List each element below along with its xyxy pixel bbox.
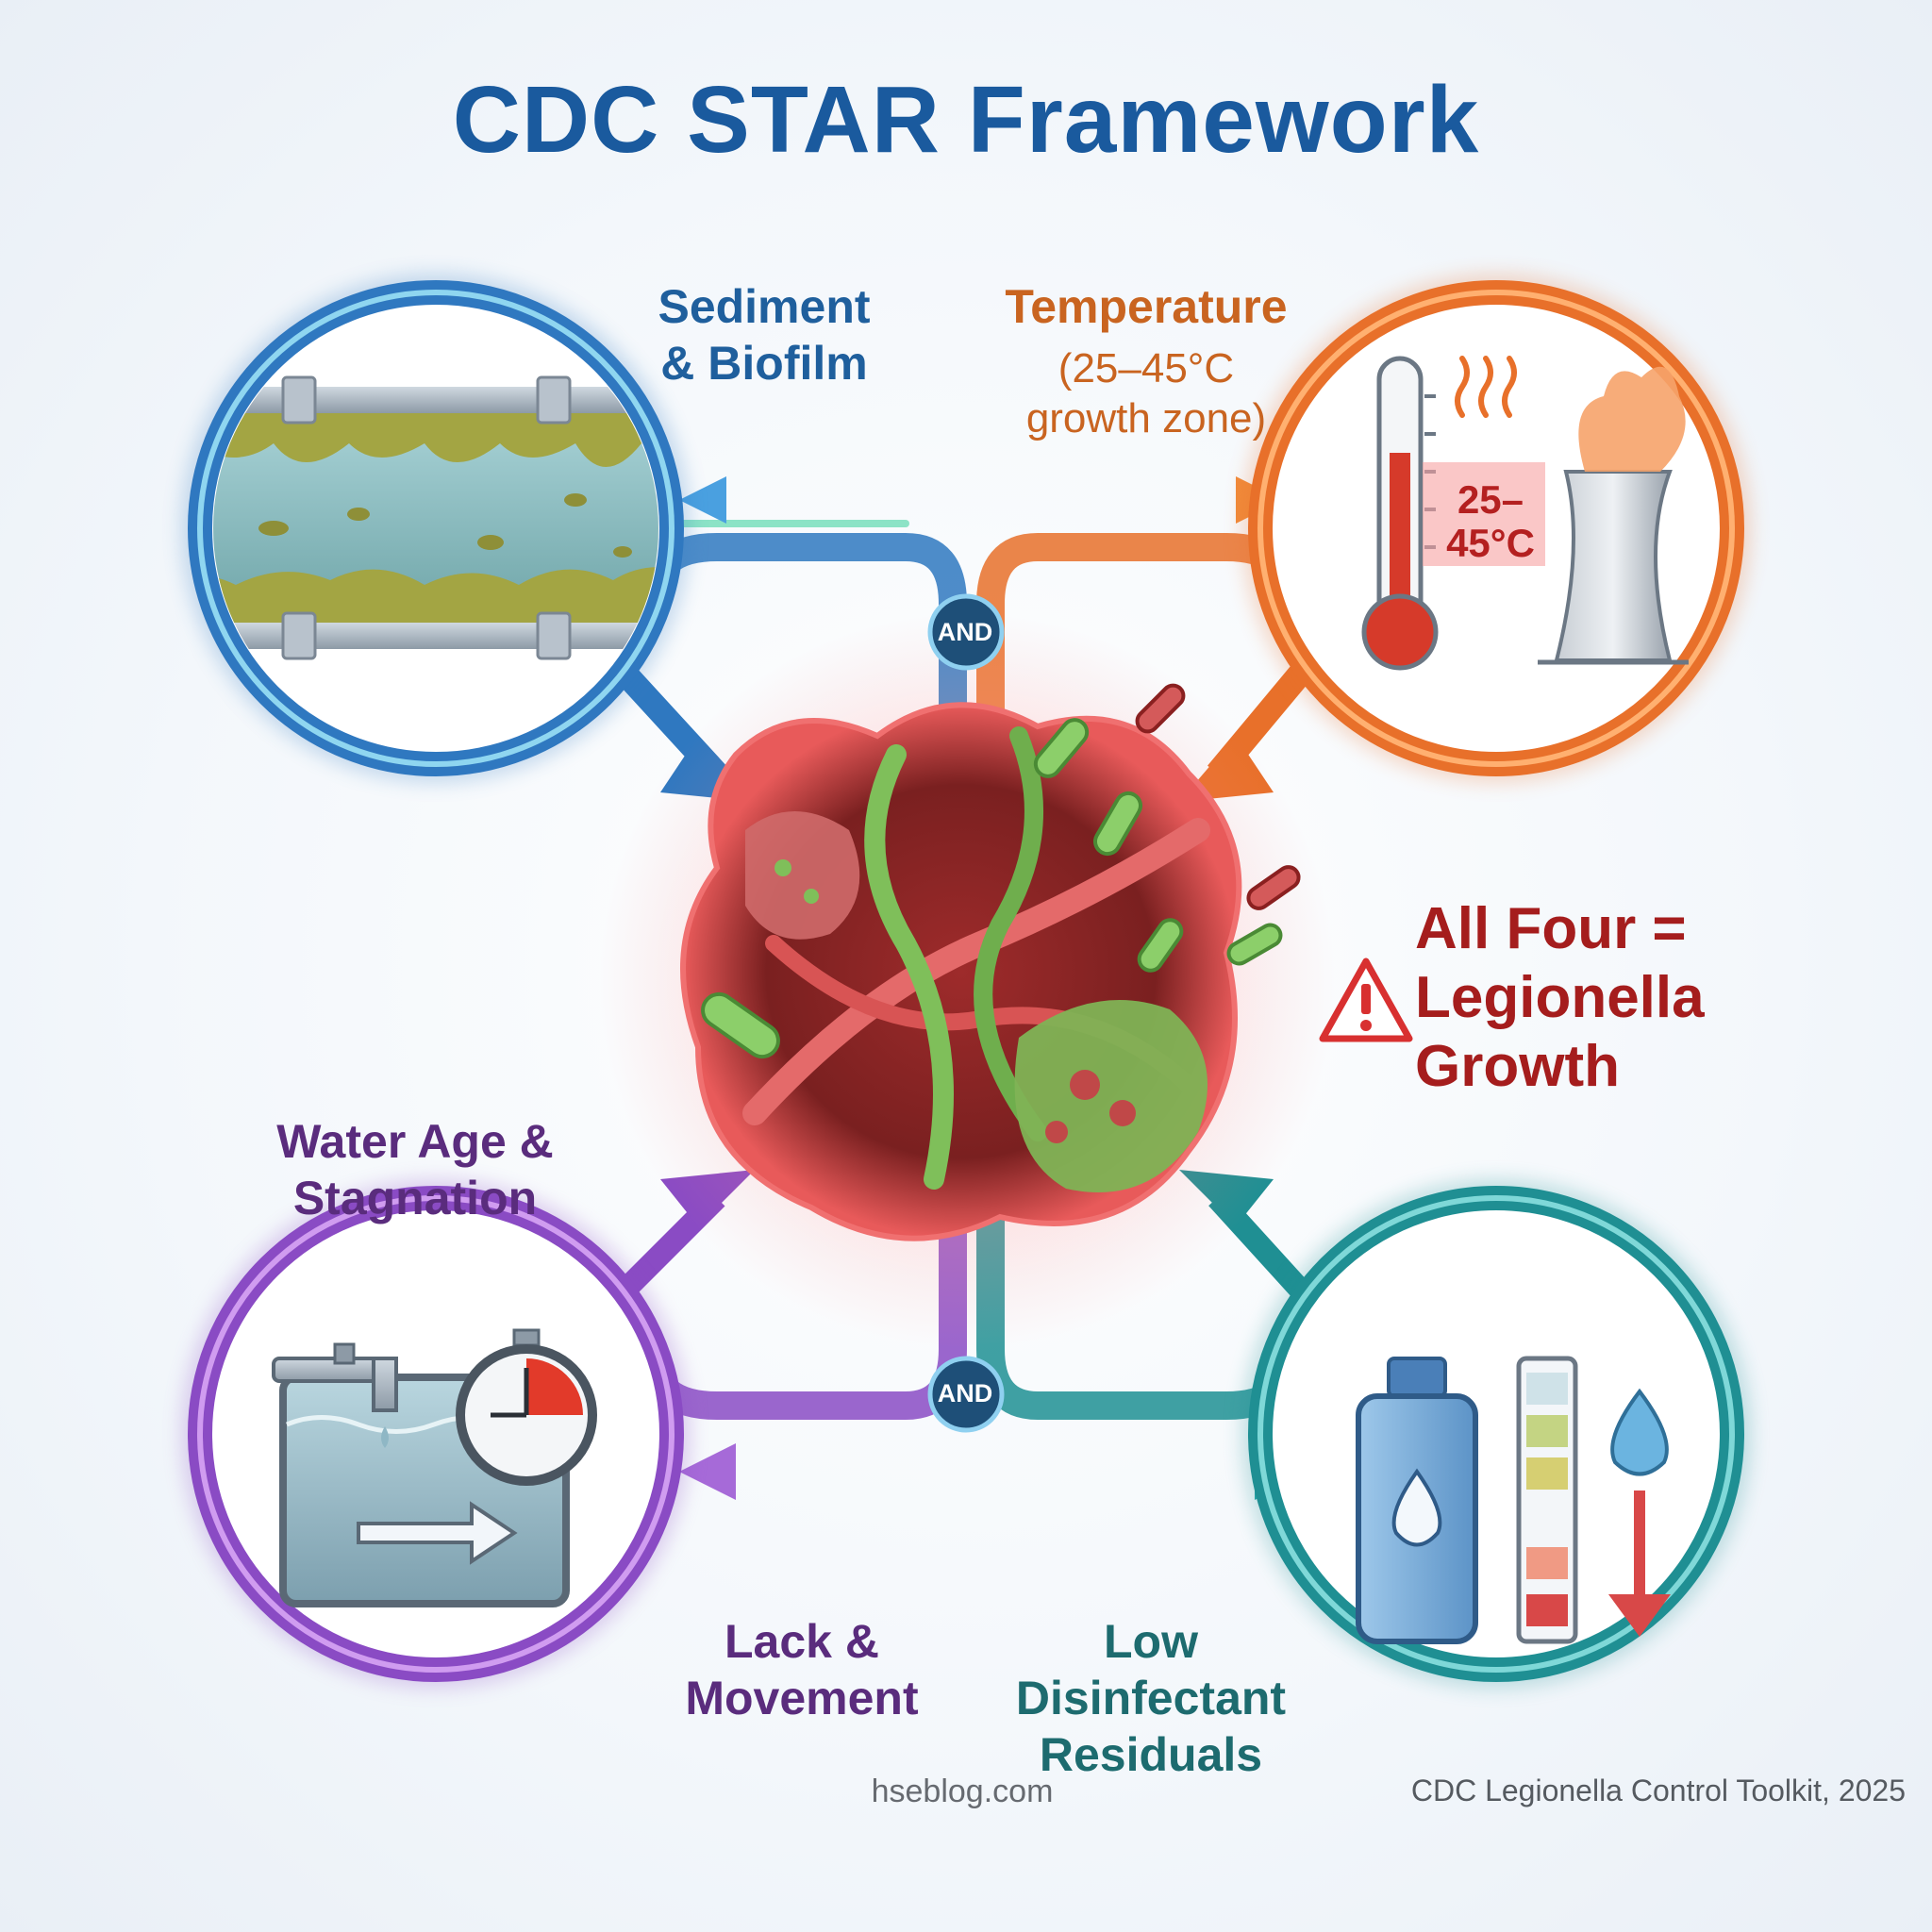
water-age-illustration (181, 1179, 691, 1689)
legionella-biofilm-hub (599, 613, 1335, 1349)
label-lack-line2: Movement (685, 1672, 919, 1724)
arrow-left-bottom (679, 1443, 736, 1500)
label-sediment-line1: Sediment (658, 280, 871, 333)
cooling-tower-icon (1538, 366, 1689, 665)
label-sediment-biofilm: Sediment & Biofilm (566, 278, 962, 391)
sediment-biofilm-illustration (181, 274, 691, 783)
and-connector-bottom (927, 1356, 1005, 1433)
heat-waves-icon (1455, 356, 1517, 418)
label-lack-line1: Lack & (724, 1615, 879, 1668)
result-line3: Growth (1415, 1034, 1620, 1100)
warning-icon (1319, 958, 1413, 1042)
result-statement: All Four = Legionella Growth (1415, 894, 1858, 1101)
label-temperature-sub2: growth zone) (1025, 394, 1267, 441)
thermometer-icon (1361, 356, 1545, 671)
footer-source-site: hseblog.com (871, 1774, 1054, 1809)
label-low-line1: Low (1104, 1615, 1198, 1668)
label-temperature-range: (25–45°C growth zone) (924, 344, 1368, 444)
stopwatch-icon (456, 1328, 597, 1486)
label-temperature-sub1: (25–45°C (1058, 345, 1235, 391)
label-low-line2: Disinfectant (1015, 1672, 1287, 1724)
result-line2: Legionella (1415, 965, 1705, 1031)
result-line1: All Four = (1415, 896, 1687, 961)
disinfectant-bottle-icon (1356, 1357, 1478, 1644)
thermometer-range-line1: 25– (1457, 477, 1524, 522)
label-water-age-line2: Stagnation (292, 1172, 538, 1224)
water-drop-icon (1610, 1388, 1669, 1476)
label-temperature: Temperature (1005, 280, 1288, 333)
label-lack-movement: Lack & Movement (604, 1613, 1000, 1726)
decrease-arrow-icon (1608, 1491, 1671, 1637)
and-connector-top (927, 593, 1005, 671)
page-title: CDC STAR Framework (452, 67, 1480, 173)
thermometer-range-label: 25– 45°C (1420, 477, 1561, 566)
test-strip-icon (1516, 1356, 1578, 1644)
label-water-age: Water Age & Stagnation (208, 1113, 623, 1226)
low-residual-illustration (1241, 1179, 1751, 1689)
label-low-line3: Residuals (1039, 1728, 1263, 1781)
and-label-top: AND (937, 618, 993, 646)
temperature-illustration (1241, 274, 1751, 783)
label-water-age-line1: Water Age & (276, 1115, 554, 1168)
label-sediment-line2: & Biofilm (660, 337, 868, 390)
footer-citation: CDC Legionella Control Toolkit, 2025 (1410, 1774, 1906, 1807)
faucet-icon (272, 1342, 398, 1448)
arrow-left-top (679, 476, 726, 524)
thermometer-range-line2: 45°C (1446, 521, 1535, 566)
and-label-bottom: AND (937, 1379, 993, 1407)
label-low-disinfectant: Low Disinfectant Residuals (943, 1613, 1358, 1783)
